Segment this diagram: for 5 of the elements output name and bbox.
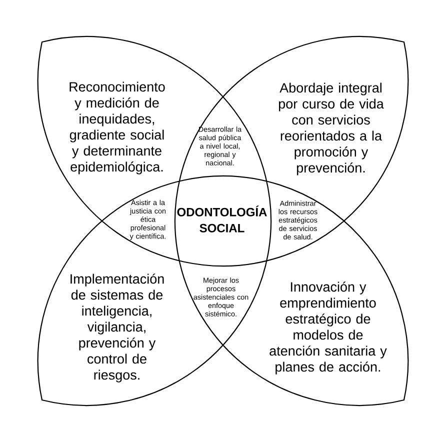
center-label: ODONTOLOGÍA SOCIAL <box>177 206 267 232</box>
petal-label: Innovación y emprendimiento estratégico de modelos de atención sanitaria y planes de acción. <box>270 282 387 374</box>
petal-label: Reconocimiento y medición de inequidades, gradiente social y determinante epidemiológica. <box>70 82 165 174</box>
petal-label: Implementación de sistemas de inteligencia, vigilancia, prevención y control de riesgos. <box>70 274 164 382</box>
petal-label: Abordaje integral por curso de vida con servicios reorientados a la promoción y prevención. <box>278 82 384 176</box>
